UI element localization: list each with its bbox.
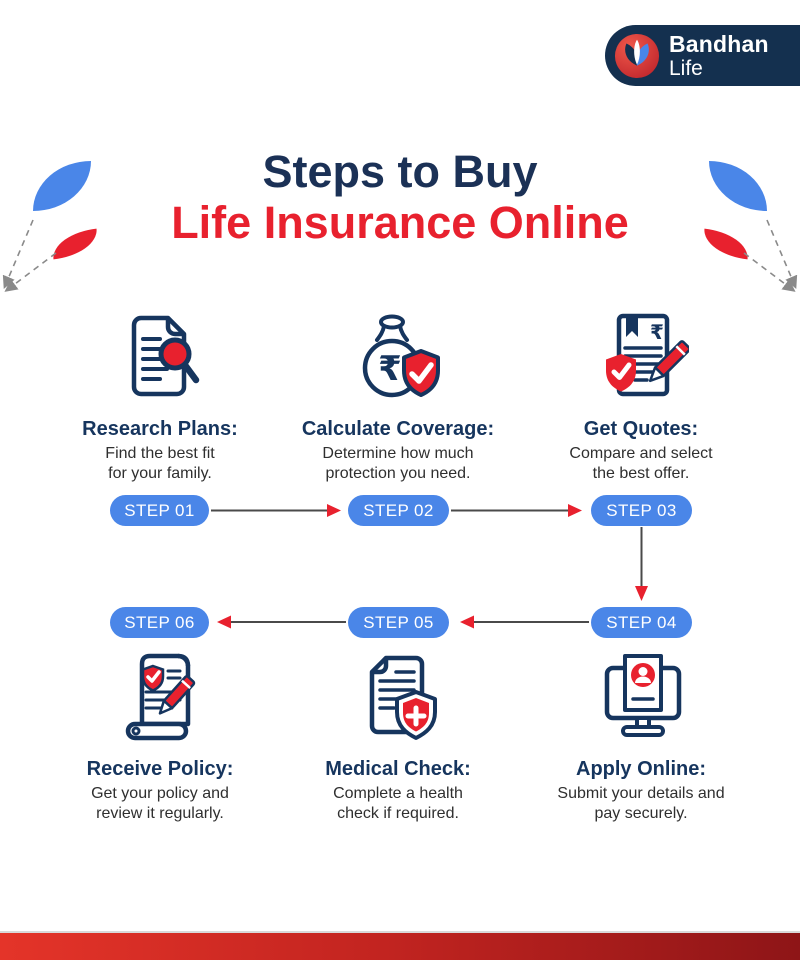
arrowhead-step4-to-step5 (460, 615, 474, 629)
svg-text:₹: ₹ (650, 320, 664, 344)
page-title: Steps to Buy Life Insurance Online (0, 146, 800, 249)
step-pill-04: STEP 04 (591, 607, 692, 638)
page-title-line2: Life Insurance Online (171, 197, 629, 249)
page-title-line1: Steps to Buy (262, 146, 538, 197)
step-4-title: Apply Online: (576, 758, 706, 780)
step-5-description: Complete a health check if required. (333, 785, 463, 823)
step-1-title: Research Plans: (82, 418, 238, 440)
step-pill-01: STEP 01 (110, 495, 209, 526)
step-2-title: Calculate Coverage: (301, 418, 495, 440)
step-card-6: Receive Policy: Get your policy and revi… (50, 652, 270, 825)
step-card-1: Research Plans: Find the best fit for yo… (50, 312, 270, 485)
medical-document-shield-icon (288, 652, 508, 748)
step-card-4: Apply Online: Submit your details and pa… (531, 652, 751, 825)
computer-monitor-apply-icon (531, 652, 751, 748)
step-2-description: Determine how much protection you need. (322, 445, 474, 483)
arrowhead-step5-to-step6 (217, 615, 231, 629)
right-dashed-line-2 (743, 252, 796, 292)
left-dashed-line-2 (4, 252, 57, 292)
step-1-description: Find the best fit for your family. (105, 445, 215, 483)
document-magnifier-icon (50, 312, 270, 408)
step-4-description: Submit your details and pay securely. (557, 785, 725, 823)
arrowhead-step2-to-step3 (568, 504, 582, 517)
step-6-description: Get your policy and review it regularly. (91, 785, 229, 823)
step-pill-03: STEP 03 (591, 495, 692, 526)
step-3-title: Get Quotes: (583, 418, 699, 440)
brand-name-line2: Life (669, 56, 703, 80)
quote-document-pencil-icon: ₹ (531, 312, 751, 408)
brand-logo: Bandhan Life (605, 25, 800, 86)
step-6-title: Receive Policy: (86, 758, 234, 780)
arrowhead-step1-to-step2 (327, 504, 341, 517)
step-3-description: Compare and select the best offer. (569, 445, 713, 483)
step-card-2: ₹ Calculate Coverage: Determine how much… (288, 312, 508, 485)
money-bag-shield-icon: ₹ (288, 312, 508, 408)
step-card-3: ₹ Get Quotes: Compare and select the bes… (531, 312, 751, 485)
step-card-5: Medical Check: Complete a health check i… (288, 652, 508, 825)
step-pill-05: STEP 05 (348, 607, 449, 638)
lotus-logo-icon (614, 33, 660, 78)
svg-text:₹: ₹ (378, 349, 402, 389)
step-pill-02: STEP 02 (348, 495, 449, 526)
brand-name-line1: Bandhan (669, 30, 769, 57)
policy-scroll-pencil-icon (50, 652, 270, 748)
arrowhead-step3-to-step4 (635, 586, 648, 601)
footer-gradient-band (0, 931, 800, 960)
brand-name: Bandhan Life (669, 30, 769, 80)
step-5-title: Medical Check: (325, 758, 471, 780)
step-pill-06: STEP 06 (110, 607, 209, 638)
